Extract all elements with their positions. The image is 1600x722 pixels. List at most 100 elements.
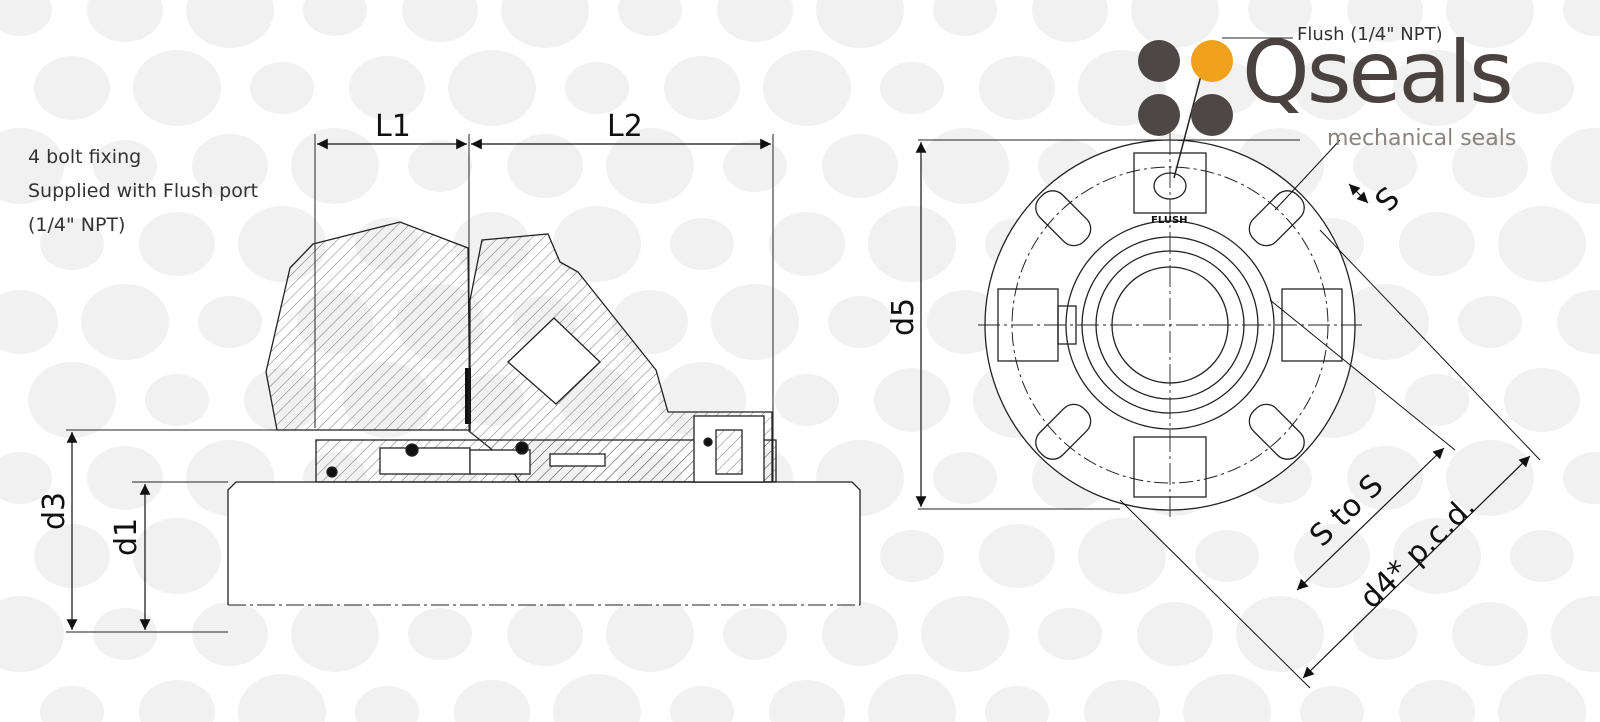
background-circle [192,134,268,198]
background-circle [822,602,898,666]
background-circle [1032,0,1108,42]
dimension-label-d5: d5 [886,298,921,336]
background-circle [139,212,215,276]
background-circle [979,524,1055,588]
background-circle [1300,686,1364,722]
background-circle [40,686,104,722]
background-circle [1551,596,1600,672]
o-ring [326,466,338,478]
background-circle [1563,452,1600,504]
background-circle [93,140,157,192]
background-circle [775,374,839,426]
logo-dot [1191,94,1233,136]
bolt-slot [1035,403,1092,460]
background-circle [291,596,379,672]
background-circle [1137,602,1213,666]
background-circle [1353,608,1417,660]
background-circle [507,134,583,198]
o-ring [405,443,419,457]
background-circle [355,686,419,722]
background-circle [1183,674,1271,722]
shaft [227,481,861,605]
background-circle [670,686,734,722]
background-circle [1498,674,1586,722]
background-circle [606,596,694,672]
background-circle [1084,680,1160,722]
background-circle [1131,0,1219,48]
background-circle [0,596,64,672]
background-circle [723,608,787,660]
background-circle [618,0,682,36]
logo-tagline: mechanical seals [1327,126,1517,151]
background-circle [880,62,944,114]
section-view [66,134,861,633]
o-ring [515,441,529,455]
background-circle [979,56,1055,120]
background-circle [1393,50,1481,126]
background-circle [133,50,221,126]
background-circle [507,602,583,666]
background-circle [238,674,326,722]
logo-dot [1138,94,1180,136]
background-circle [1557,290,1600,354]
background-circle [921,128,1009,204]
background-circle [1399,212,1475,276]
logo-wordmark: Qseals [1242,23,1514,123]
background-circle [303,0,367,36]
background-circle [34,56,110,120]
flush-leader [1173,67,1204,179]
background-circle [717,0,793,42]
extension-line [1269,299,1456,451]
background-circle [133,518,221,594]
background-circle [1498,206,1586,282]
logo-dot-accent [1191,40,1233,82]
background-circle [250,62,314,114]
background-circle [1405,374,1469,426]
background-circle [874,368,950,432]
background-circle [1504,368,1580,432]
background-circle [880,530,944,582]
gasket [465,368,471,424]
end-view [918,133,1362,517]
bolt-slot [1035,190,1092,247]
background-circle [1510,62,1574,114]
background-circle [1347,0,1423,42]
background-circle [933,452,997,504]
background-circle [711,284,799,360]
seat-ring [379,447,471,475]
background-circle [828,296,892,348]
background-circle [1452,134,1528,198]
background-circle [87,446,163,510]
background-circle [501,0,589,48]
background-circle [921,596,1009,672]
background-circle [1446,0,1534,48]
background-circle [139,680,215,722]
background-circle [1294,56,1370,120]
background-circle [291,128,379,204]
background-circle [186,0,274,48]
background-circle [670,218,734,270]
background-circle [1038,608,1102,660]
spec-note-flush-port: Supplied with Flush port [28,180,259,202]
background-circle [1078,518,1166,594]
flush-port-bore [507,317,601,405]
flush-port [1153,172,1187,200]
background-circle [1452,602,1528,666]
flush-callout: Flush (1/4" NPT) [1297,24,1443,45]
background-circle [40,218,104,270]
dimension-label-d1: d1 [109,518,144,556]
background-circle [1248,0,1312,36]
end-dimensions [915,139,1541,689]
flush-mark: FLUSH [1151,215,1188,226]
background-circle [664,56,740,120]
background-circle [192,602,268,666]
background-circle [1551,128,1600,204]
background-circle [87,0,163,42]
background-circle [145,374,209,426]
background-circle [985,686,1049,722]
background-circle [0,0,52,36]
background-circle [28,362,116,438]
background-circle [553,674,641,722]
dimension-line-s [1348,183,1369,204]
